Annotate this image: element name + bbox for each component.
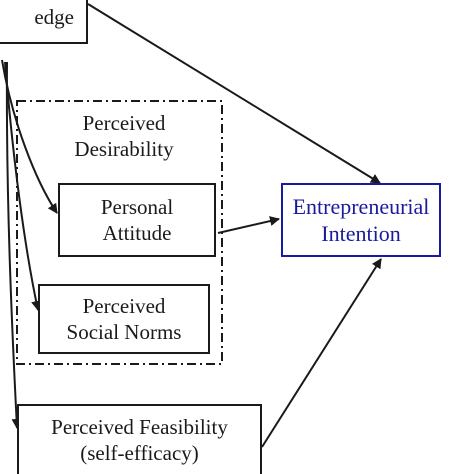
feasibility-label-line2: (self-efficacy) bbox=[80, 441, 199, 466]
personal-attitude-node: Personal Attitude bbox=[58, 183, 216, 257]
attitude-label-line2: Attitude bbox=[102, 221, 172, 245]
arrow-feasibility-to-intention bbox=[261, 258, 382, 448]
intention-label-line1: Entrepreneurial bbox=[292, 193, 430, 219]
desirability-label-line1: Perceived bbox=[82, 111, 166, 135]
knowledge-label: edge bbox=[34, 4, 74, 29]
intention-label-line2: Intention bbox=[321, 221, 401, 246]
arrow-knowledge-to-feasibility bbox=[5, 61, 22, 429]
social-norms-node: Perceived Social Norms bbox=[38, 284, 210, 354]
desirability-label-line2: Desirability bbox=[74, 137, 174, 162]
arrow-knowledge-to-norms bbox=[4, 61, 41, 311]
feasibility-label-line1: Perceived Feasibility bbox=[51, 415, 228, 439]
norms-label-line1: Perceived bbox=[82, 293, 166, 318]
attitude-label-line1: Personal bbox=[100, 194, 174, 219]
arrow-knowledge-to-intention bbox=[87, 3, 381, 184]
entrepreneurial-intention-node: Entrepreneurial Intention bbox=[281, 183, 441, 257]
norms-label-line2: Social Norms bbox=[66, 320, 182, 344]
perceived-feasibility-node: Perceived Feasibility (self-efficacy) bbox=[17, 404, 262, 474]
arrow-attitude-to-intention bbox=[217, 216, 280, 234]
desirability-group-label: Perceived Desirability bbox=[44, 110, 204, 163]
knowledge-node: edge bbox=[0, 0, 88, 44]
